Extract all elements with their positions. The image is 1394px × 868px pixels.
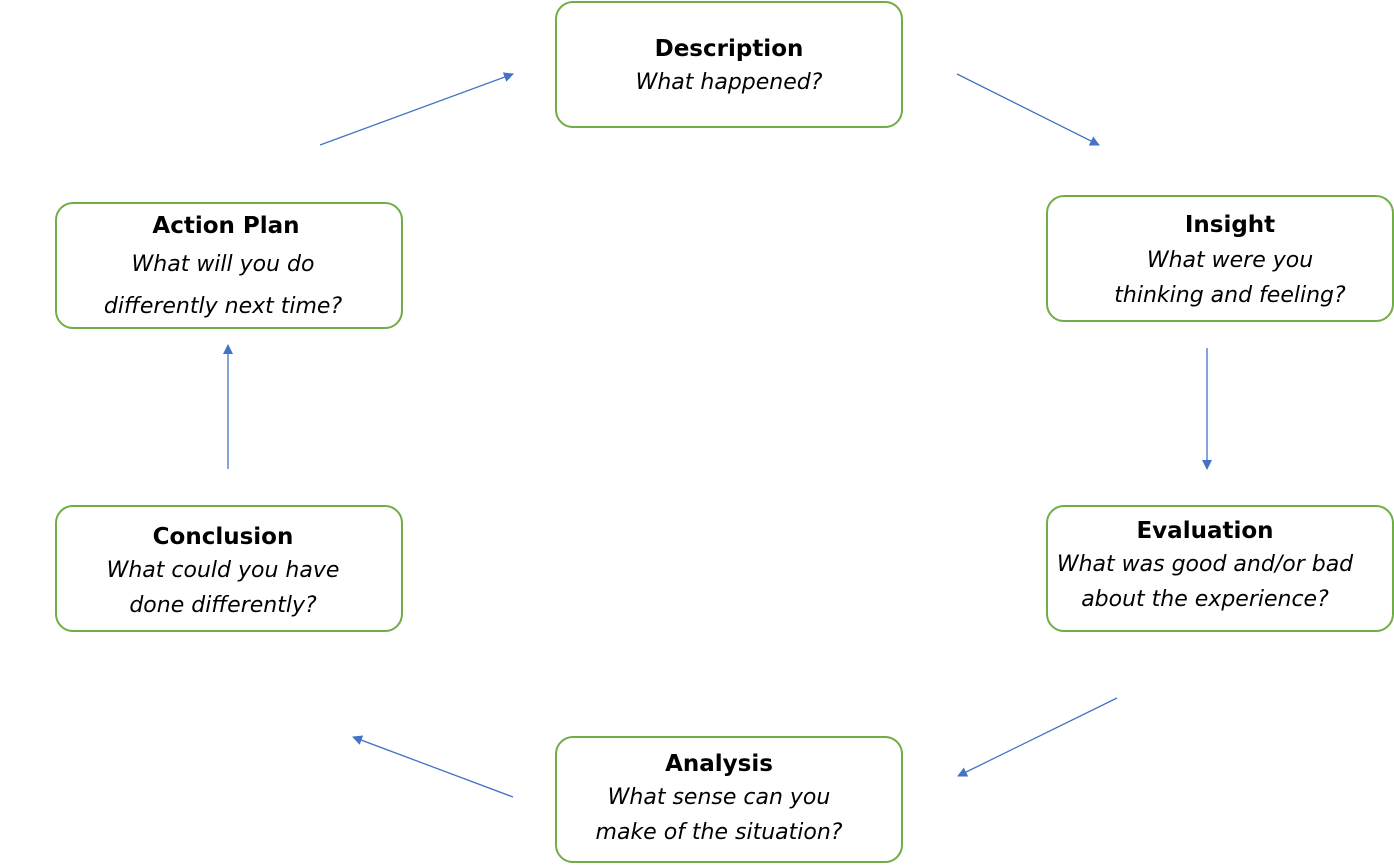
node-conclusion: Conclusion What could you have done diff…	[55, 505, 403, 632]
arrow-action-plan-to-description	[319, 72, 514, 146]
node-title: Analysis	[665, 751, 773, 777]
node-question: What sense can you make of the situation…	[595, 785, 843, 845]
node-title: Insight	[1184, 212, 1276, 238]
arrow-analysis-to-conclusion	[352, 735, 514, 798]
node-question: What happened?	[635, 70, 823, 95]
node-question: What could you have done differently?	[106, 558, 340, 618]
node-description: Description What happened?	[555, 1, 903, 128]
node-question: What will you do differently next time?	[103, 252, 343, 319]
node-title: Evaluation	[1136, 518, 1274, 544]
node-title: Description	[654, 36, 804, 62]
node-action-plan: Action Plan What will you do differently…	[55, 202, 403, 329]
node-insight: Insight What were you thinking and feeli…	[1046, 195, 1394, 322]
node-question: What was good and/or bad about the exper…	[1056, 552, 1354, 612]
node-title: Conclusion	[152, 524, 294, 550]
arrow-description-to-insight	[956, 73, 1100, 146]
node-evaluation: Evaluation What was good and/or bad abou…	[1046, 505, 1394, 632]
node-question: What were you thinking and feeling?	[1114, 248, 1346, 308]
node-analysis: Analysis What sense can you make of the …	[555, 736, 903, 863]
node-title: Action Plan	[152, 213, 300, 239]
arrow-evaluation-to-analysis	[957, 697, 1118, 777]
